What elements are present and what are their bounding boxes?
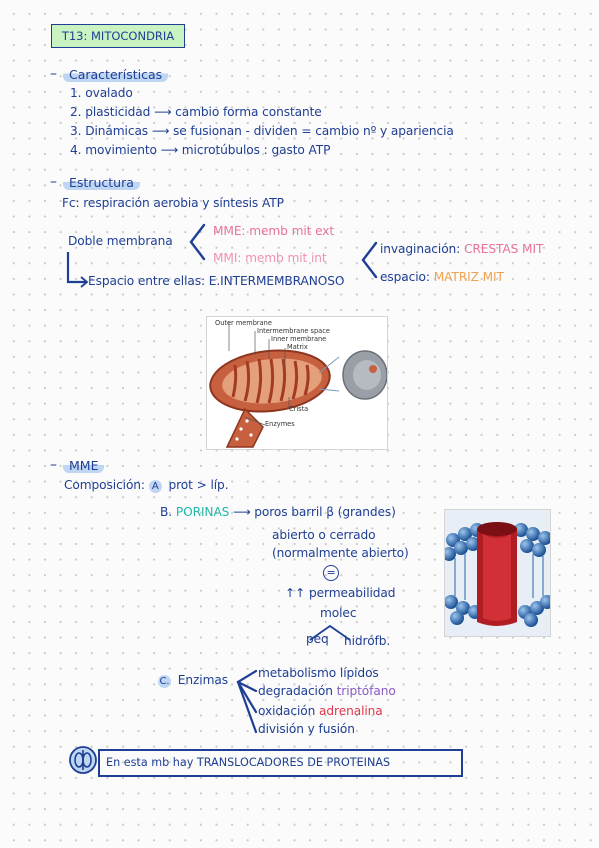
composicion-a-text: prot > líp. xyxy=(168,478,229,492)
doble-membrana: Doble membrana xyxy=(68,234,173,248)
brace-left-icon xyxy=(361,241,378,279)
list-item: 1. ovalado xyxy=(70,86,133,100)
triptofano-text: triptófano xyxy=(336,684,396,698)
peq-text: peq xyxy=(306,632,329,646)
molec-text: molec xyxy=(320,606,357,620)
crestas-value: CRESTAS MIT xyxy=(463,242,544,256)
section-heading: Características xyxy=(63,66,169,82)
espacio-row: espacio: MATRIZ MIT xyxy=(380,270,504,284)
permeabilidad-text: ↑↑ permeabilidad xyxy=(285,586,396,600)
important-icon xyxy=(69,746,97,774)
enzimas-row: C. Enzimas xyxy=(158,673,228,688)
matriz-value: MATRIZ MIT xyxy=(433,270,504,284)
arrow-down-right-icon xyxy=(66,252,89,288)
bullet-dash: – xyxy=(50,66,57,82)
invaginacion-row: invaginación: CRESTAS MIT xyxy=(380,242,543,256)
composicion-row: Composición: A prot > líp. xyxy=(64,478,229,493)
enzima-text: oxidación xyxy=(258,704,316,718)
item-number: 1. xyxy=(70,86,82,100)
label-enzymes: Enzymes xyxy=(265,420,295,428)
enzima-item: metabolismo lípidos xyxy=(258,666,379,680)
item-text: plasticidad ⟶ cambio forma constante xyxy=(85,105,322,119)
mitochondria-figure: Outer membrane Intermembrane space Inner… xyxy=(206,316,388,450)
section-heading: Estructura xyxy=(63,174,140,190)
mme-label: MME: memb mit ext xyxy=(213,224,335,238)
porinas-description: ⟶ poros barril β (grandes) xyxy=(233,505,396,519)
adrenalina-text: adrenalina xyxy=(319,704,383,718)
label-intermembrane-space: Intermembrane space xyxy=(257,327,330,335)
invaginacion-label: invaginación: xyxy=(380,242,461,256)
section-mme: – MME xyxy=(50,457,105,473)
item-number: 3. xyxy=(70,124,82,138)
letter-a-badge: A xyxy=(148,480,162,493)
enzima-text: degradación xyxy=(258,684,333,698)
label-crista: Crista xyxy=(289,405,309,413)
enzima-item: oxidación adrenalina xyxy=(258,704,383,718)
fork-icon xyxy=(309,624,351,641)
bullet-dash: – xyxy=(50,174,57,190)
hidrofb-text: hidrófb. xyxy=(344,634,391,648)
list-item: 3. Dinámicas ⟶ se fusionan - dividen = c… xyxy=(70,124,454,138)
letter-c-badge: C. xyxy=(158,675,171,688)
porin-figure xyxy=(442,509,554,637)
brace-left-icon xyxy=(189,223,206,261)
porin-illustration xyxy=(442,522,554,627)
bullet-dash: – xyxy=(50,457,57,473)
espacio-label: espacio: xyxy=(380,270,430,284)
function-text: Fc: respiración aerobia y síntesis ATP xyxy=(62,196,284,210)
enzimas-label: Enzimas xyxy=(177,673,228,687)
item-number: 4. xyxy=(70,143,82,157)
label-outer-membrane: Outer membrane xyxy=(215,319,272,327)
mmi-label: MMI: memb mit int xyxy=(213,251,327,265)
composicion-label: Composición: xyxy=(64,478,145,492)
item-text: movimiento ⟶ microtúbulos : gasto ATP xyxy=(85,143,331,157)
porinas-row: B. PORINAS ⟶ poros barril β (grandes) xyxy=(160,505,396,519)
section-heading: MME xyxy=(63,457,105,473)
equals-badge: = xyxy=(323,565,339,581)
item-text: Dinámicas ⟶ se fusionan - dividen = camb… xyxy=(85,124,454,138)
list-item: 4. movimiento ⟶ microtúbulos : gasto ATP xyxy=(70,143,331,157)
item-text: ovalado xyxy=(85,86,133,100)
label-matrix: Matrix xyxy=(287,343,308,351)
section-caracteristicas: – Características xyxy=(50,66,169,82)
bottom-note: En esta mb hay TRANSLOCADORES DE PROTEIN… xyxy=(98,749,463,777)
section-estructura: – Estructura xyxy=(50,174,140,190)
letter-b: B. xyxy=(160,505,173,519)
page-title: T13: MITOCONDRIA xyxy=(51,24,185,48)
porinas-label: PORINAS xyxy=(175,505,230,519)
mitochondria-illustration xyxy=(209,322,387,448)
espacio-entre: Espacio entre ellas: E.INTERMEMBRANOSO xyxy=(88,274,345,288)
porinas-line-3: (normalmente abierto) xyxy=(272,546,409,560)
porinas-line-2: abierto o cerrado xyxy=(272,528,376,542)
item-number: 2. xyxy=(70,105,82,119)
enzima-item: degradación triptófano xyxy=(258,684,396,698)
enzimas-branches-icon xyxy=(236,669,258,734)
enzima-item: división y fusión xyxy=(258,722,355,736)
label-inner-membrane: Inner membrane xyxy=(271,335,327,343)
list-item: 2. plasticidad ⟶ cambio forma constante xyxy=(70,105,322,119)
